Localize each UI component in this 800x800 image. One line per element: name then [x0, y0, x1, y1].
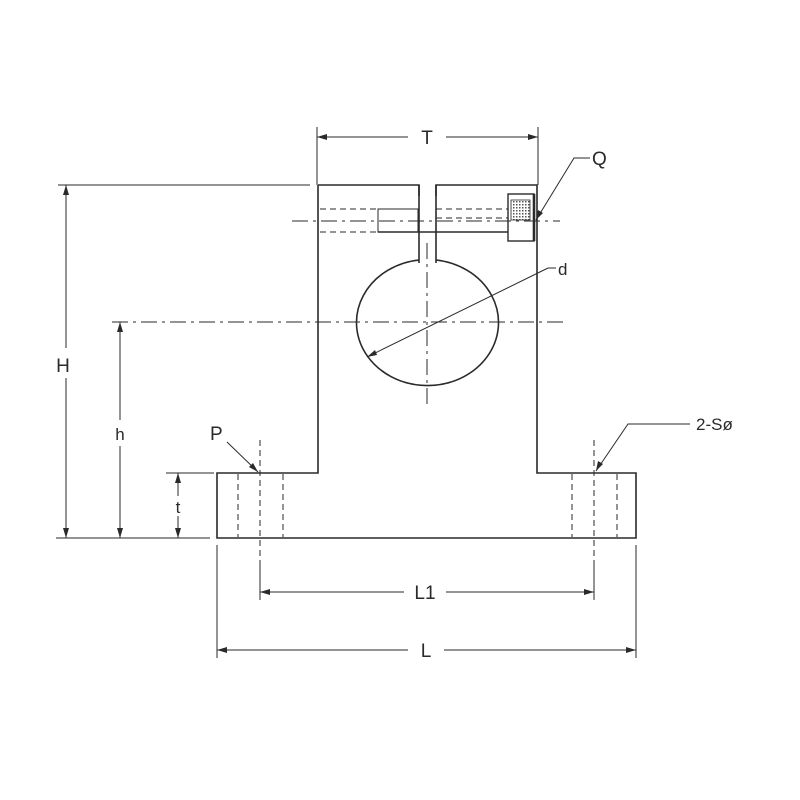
label-h: h — [115, 425, 124, 444]
clamp-screw — [292, 193, 560, 242]
leader-2-S: 2-Sø — [595, 415, 733, 472]
center-lines — [112, 243, 595, 560]
label-P: P — [210, 424, 223, 445]
dimension-H: H — [56, 184, 310, 539]
label-2-S: 2-Sø — [696, 415, 733, 434]
shaft-bore — [355, 259, 500, 387]
label-L1: L1 — [414, 583, 435, 604]
label-Q: Q — [592, 149, 607, 170]
leader-Q: Q — [535, 149, 607, 221]
dimension-d: d — [366, 260, 567, 358]
mounting-holes — [237, 474, 618, 537]
leader-P: P — [210, 424, 259, 473]
label-d: d — [558, 260, 567, 279]
dimension-T: T — [316, 127, 539, 185]
dimension-t: t — [166, 472, 214, 538]
label-T: T — [421, 128, 433, 149]
label-t: t — [176, 498, 181, 517]
dimension-L1: L1 — [259, 560, 595, 604]
support-body — [216, 184, 637, 539]
label-L: L — [421, 641, 432, 662]
knurl-pattern — [510, 199, 531, 221]
dimension-h: h — [115, 322, 125, 538]
dimension-L: L — [216, 545, 637, 662]
label-H: H — [56, 356, 70, 377]
